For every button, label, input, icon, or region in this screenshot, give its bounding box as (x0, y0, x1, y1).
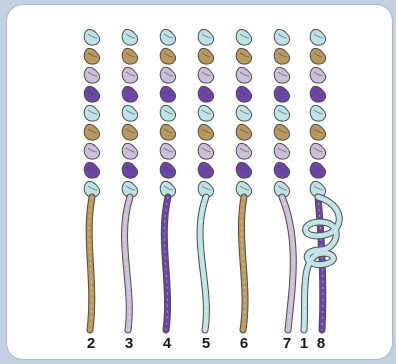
knot (274, 86, 289, 102)
strand-label: 2 (87, 335, 95, 352)
knot (160, 86, 175, 102)
knot (274, 29, 289, 45)
knot-column (310, 29, 325, 197)
knot (160, 143, 175, 159)
knot (310, 124, 325, 140)
knot (198, 143, 213, 159)
knot (122, 48, 137, 64)
strand-label: 4 (163, 335, 171, 352)
strand-label: 6 (240, 335, 248, 352)
knot (160, 105, 175, 121)
knot (310, 105, 325, 121)
knot (274, 162, 289, 178)
knot (310, 162, 325, 178)
knot (274, 124, 289, 140)
knot (198, 124, 213, 140)
knot (84, 105, 99, 121)
knot-columns (84, 29, 325, 197)
knot (84, 143, 99, 159)
knot (236, 67, 251, 83)
knot-column (236, 29, 251, 197)
knot (274, 67, 289, 83)
strand-4 (164, 197, 168, 330)
knot (198, 67, 213, 83)
knot (198, 162, 213, 178)
knot (122, 124, 137, 140)
knot-column (122, 29, 137, 197)
knot (310, 143, 325, 159)
knot (198, 86, 213, 102)
knot (310, 48, 325, 64)
knot (122, 29, 137, 45)
strand-label: 1 (300, 335, 308, 352)
knot (236, 48, 251, 64)
knot (236, 29, 251, 45)
knot (122, 67, 137, 83)
knot-column (198, 29, 213, 197)
knot (122, 162, 137, 178)
strand-label: 8 (317, 335, 325, 352)
knot-column (274, 29, 289, 197)
knot (236, 105, 251, 121)
strand-label: 3 (125, 335, 133, 352)
knot-column (160, 29, 175, 197)
hanging-strands (89, 197, 339, 330)
knot (122, 143, 137, 159)
knot (160, 162, 175, 178)
knot (160, 48, 175, 64)
knot (84, 67, 99, 83)
knot-column (84, 29, 99, 197)
knot (122, 105, 137, 121)
knot (160, 124, 175, 140)
knot (274, 143, 289, 159)
knot (236, 86, 251, 102)
strand-label: 5 (202, 335, 210, 352)
knot (84, 124, 99, 140)
strand-label: 7 (283, 335, 291, 352)
knot (274, 48, 289, 64)
knot (84, 29, 99, 45)
knot (236, 124, 251, 140)
knot (310, 86, 325, 102)
knot (310, 67, 325, 83)
knot (84, 48, 99, 64)
knot (160, 67, 175, 83)
knot (236, 162, 251, 178)
knot (236, 143, 251, 159)
knot (310, 29, 325, 45)
strand-number-row: 2 3 4 5 6 7 1 8 (0, 335, 396, 359)
knot (160, 29, 175, 45)
knot (84, 86, 99, 102)
knot (198, 48, 213, 64)
knot (84, 162, 99, 178)
knot (198, 29, 213, 45)
knot (198, 105, 213, 121)
knot (274, 105, 289, 121)
knot (122, 86, 137, 102)
